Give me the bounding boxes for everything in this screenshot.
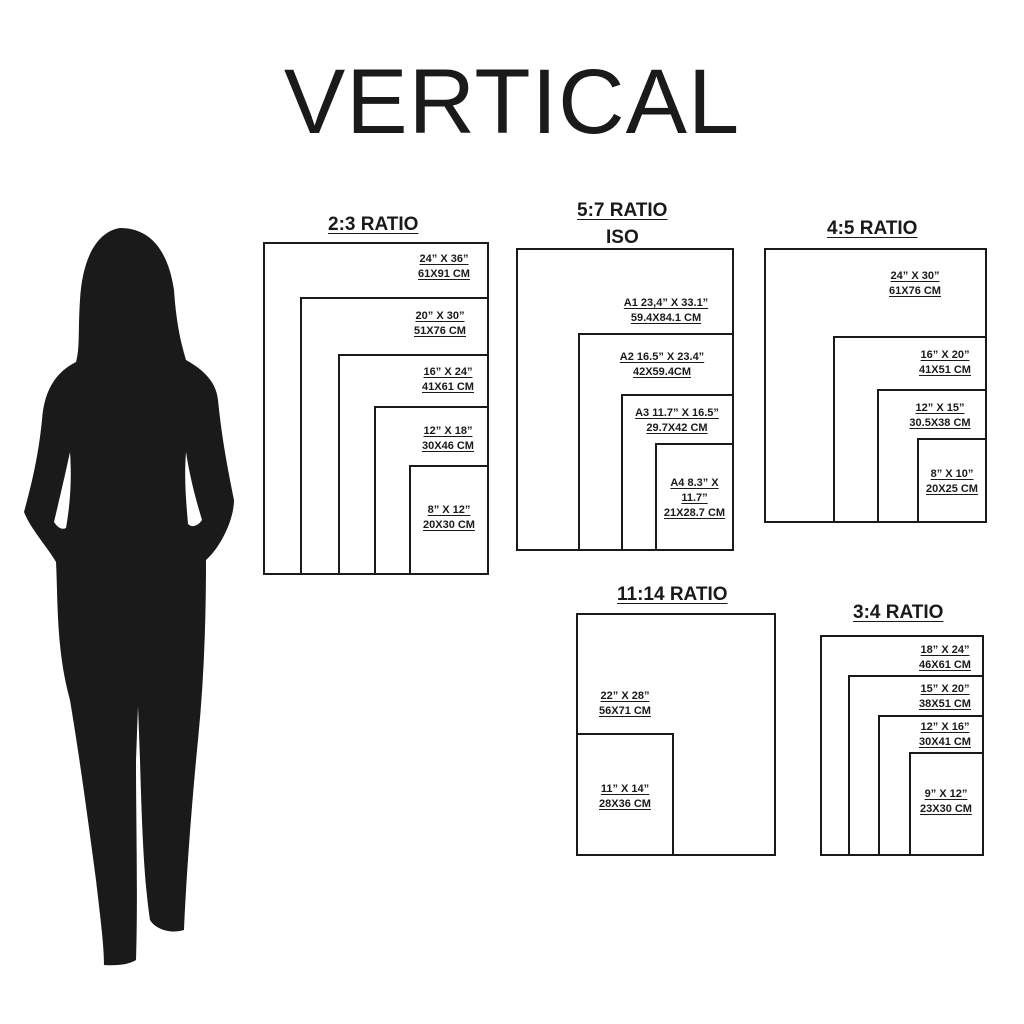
ratio-iso-subtitle: ISO bbox=[606, 227, 639, 248]
page-title: VERTICAL bbox=[283, 51, 741, 153]
frame-11-14-11x14 bbox=[576, 733, 674, 856]
frame-3-4-9x12 bbox=[909, 752, 984, 856]
label-2-3-16x24: 16” X 24”41X61 CM bbox=[422, 366, 474, 393]
frame-4-5-8x10 bbox=[917, 438, 987, 523]
ratio-3-4-title: 3:4 RATIO bbox=[853, 602, 944, 623]
ratio-4-5-title: 4:5 RATIO bbox=[827, 218, 918, 239]
frame-iso-a4 bbox=[655, 443, 734, 551]
label-3-4-18x24: 18” X 24”46X61 CM bbox=[919, 644, 971, 671]
label-4-5-24x30: 24” X 30”61X76 CM bbox=[889, 270, 941, 297]
label-iso-a1: A1 23,4” X 33.1”59.4X84.1 CM bbox=[623, 297, 709, 324]
ratio-2-3-title: 2:3 RATIO bbox=[328, 214, 419, 235]
ratio-5-7-title: 5:7 RATIO bbox=[577, 200, 668, 221]
label-4-5-8x10: 8” X 10”20X25 CM bbox=[926, 468, 978, 495]
label-2-3-12x18: 12” X 18”30X46 CM bbox=[422, 425, 474, 452]
label-11-14-22x28: 22” X 28”56X71 CM bbox=[599, 690, 651, 717]
label-4-5-16x20: 16” X 20”41X51 CM bbox=[919, 349, 971, 376]
label-iso-a3: A3 11.7” X 16.5”29.7X42 CM bbox=[635, 407, 719, 434]
label-2-3-24x36: 24” X 36”61X91 CM bbox=[418, 253, 470, 280]
label-iso-a2: A2 16.5” X 23.4”42X59.4CM bbox=[619, 351, 705, 378]
label-3-4-9x12: 9” X 12”23X30 CM bbox=[920, 788, 972, 815]
ratio-11-14-title: 11:14 RATIO bbox=[617, 584, 728, 605]
label-11-14-11x14: 11” X 14”28X36 CM bbox=[599, 783, 651, 810]
label-4-5-12x15: 12” X 15”30.5X38 CM bbox=[909, 402, 971, 429]
label-2-3-20x30: 20” X 30”51X76 CM bbox=[414, 310, 466, 337]
label-3-4-12x16: 12” X 16”30X41 CM bbox=[919, 721, 971, 748]
label-3-4-15x20: 15” X 20”38X51 CM bbox=[919, 683, 971, 710]
frame-2-3-8x12 bbox=[409, 465, 489, 575]
label-2-3-8x12: 8” X 12”20X30 CM bbox=[423, 504, 475, 531]
